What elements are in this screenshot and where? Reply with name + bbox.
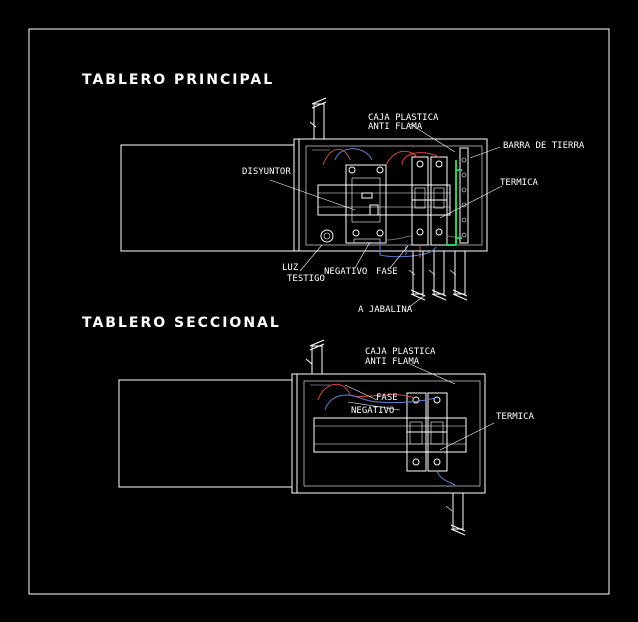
- label-negativo-seccional: NEGATIVO: [351, 406, 394, 416]
- principal-leader-lines: [269, 123, 503, 309]
- principal-din-rail: [317, 184, 451, 216]
- tablero-principal: TABLERO PRINCIPAL: [82, 72, 585, 315]
- label-termica-principal: TERMICA: [500, 178, 539, 188]
- drawing-frame: [28, 28, 610, 595]
- principal-ground-wire: [445, 160, 462, 246]
- principal-hinge: [293, 138, 300, 252]
- luz-testigo: [320, 229, 334, 243]
- label-caja-plastica-principal: CAJA PLASTICA: [368, 113, 439, 123]
- termica-seccional: [406, 392, 448, 472]
- label-luz: LUZ: [282, 263, 299, 273]
- seccional-neutral-wire: [324, 394, 456, 486]
- label-testigo: TESTIGO: [287, 274, 325, 284]
- label-disyuntor: DISYUNTOR: [242, 167, 291, 177]
- tablero-seccional: TABLERO SECCIONAL: [82, 315, 535, 536]
- principal-door: [120, 144, 295, 252]
- seccional-box: [296, 373, 486, 494]
- barra-de-tierra: [459, 147, 469, 244]
- seccional-phase-wire: [317, 383, 415, 401]
- seccional-din-rail: [313, 417, 467, 453]
- seccional-door: [118, 379, 293, 488]
- seccional-box-inner: [303, 380, 481, 487]
- principal-top-conduit: [309, 97, 327, 140]
- principal-neutral-wire: [334, 148, 437, 258]
- label-fase-principal: FASE: [376, 267, 398, 277]
- disyuntor-device: [345, 164, 387, 244]
- principal-bottom-conduits: [408, 250, 468, 301]
- seccional-leader-lines: [344, 363, 495, 451]
- principal-phase-wire: [322, 148, 441, 258]
- label-fase-seccional: FASE: [376, 393, 398, 403]
- seccional-top-conduit: [305, 339, 325, 375]
- principal-box-inner: [305, 145, 483, 246]
- label-a-jabalina: A JABALINA: [358, 305, 413, 315]
- termica-principal: [411, 156, 448, 246]
- title-seccional: TABLERO SECCIONAL: [82, 315, 281, 331]
- seccional-bottom-conduit: [445, 492, 466, 536]
- title-principal: TABLERO PRINCIPAL: [82, 72, 274, 88]
- label-anti-flama-seccional: ANTI FLAMA: [365, 357, 420, 367]
- label-anti-flama-principal: ANTI FLAMA: [368, 122, 423, 132]
- seccional-hinge: [291, 373, 298, 494]
- principal-internal-wiring: [312, 149, 461, 241]
- label-caja-plastica-seccional: CAJA PLASTICA: [365, 347, 436, 357]
- label-termica-seccional: TERMICA: [496, 412, 535, 422]
- label-barra-de-tierra: BARRA DE TIERRA: [503, 141, 585, 151]
- label-negativo-principal: NEGATIVO: [324, 267, 367, 277]
- principal-box: [298, 138, 488, 252]
